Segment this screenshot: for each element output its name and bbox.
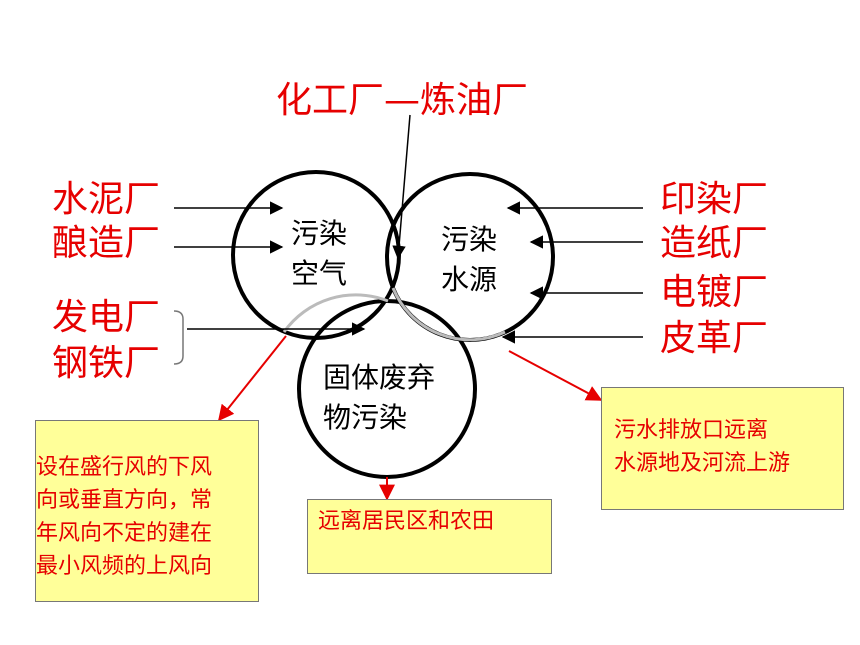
air-note-line-3: 年风向不定的建在 (36, 521, 213, 546)
source-group-bracket (173, 310, 184, 365)
solid-waste-siting-note: 远离居民区和农田 (307, 499, 552, 574)
tannery-label: 皮革厂 (660, 318, 769, 359)
solid-circle-line-1: 固体废弃 (323, 361, 436, 394)
air-note-arrow (218, 335, 287, 422)
air-circle-line-1: 污染 (291, 217, 348, 250)
water-circle-line-2: 水源 (441, 263, 498, 296)
air-note-line-2: 向或垂直方向，常 (36, 488, 213, 513)
water-siting-note: 污水排放口远离 水源地及河流上游 (601, 387, 844, 510)
chemical-plant-arrow (392, 114, 411, 260)
cement-plant-label: 水泥厂 (52, 179, 161, 220)
air-circle-line-2: 空气 (291, 257, 348, 290)
water-note-arrow (508, 350, 603, 401)
air-siting-note: 设在盛行风的下风 向或垂直方向，常 年风向不定的建在 最小风频的上风向 (35, 420, 259, 602)
chemical-refinery-label: 化工厂—炼油厂 (276, 80, 529, 121)
air-note-line-1: 设在盛行风的下风 (36, 455, 213, 480)
solid-note-line-1: 远离居民区和农田 (318, 509, 495, 534)
power-plant-label: 发电厂 (52, 297, 161, 338)
solid-circle-line-2: 物污染 (323, 401, 408, 434)
dyeing-plant-label: 印染厂 (660, 179, 769, 220)
water-circle-overlap-arc (391, 287, 506, 342)
water-note-line-1: 污水排放口远离 (614, 418, 769, 443)
solid-circle-overlap-arc (282, 293, 389, 333)
air-note-line-4: 最小风频的上风向 (36, 554, 213, 579)
brewery-label: 酿造厂 (52, 223, 161, 264)
electroplating-plant-label: 电镀厂 (660, 272, 769, 313)
water-note-line-2: 水源地及河流上游 (614, 451, 791, 476)
steel-plant-label: 钢铁厂 (52, 343, 161, 384)
water-circle-line-1: 污染 (441, 223, 498, 256)
paper-mill-label: 造纸厂 (660, 223, 769, 264)
air-pollution-circle (231, 170, 401, 340)
